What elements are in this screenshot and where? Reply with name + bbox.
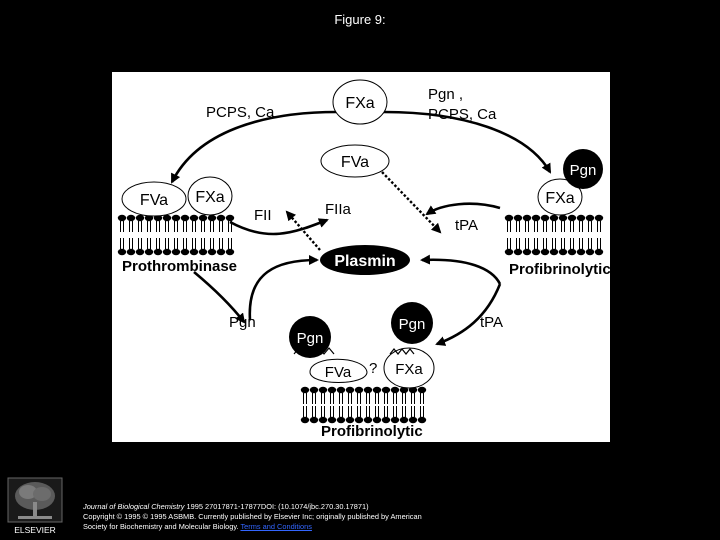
fva-left-label: FVa: [140, 192, 168, 209]
plasmin-label: Plasmin: [334, 253, 395, 270]
fxa-left-label: FXa: [195, 189, 224, 206]
arrow-profibrinolytic-to-tpa-bottom: [435, 283, 502, 346]
fii-label: FII: [254, 207, 272, 224]
pgn-bottom-right-label: Pgn: [399, 316, 426, 333]
elsevier-wordmark: ELSEVIER: [14, 525, 56, 535]
pgn-comma-label: Pgn ,: [428, 86, 463, 103]
profibrinolytic-right-label: Profibrinolytic: [509, 261, 610, 278]
plasmin-node: [320, 245, 410, 275]
pcps-ca-label: PCPS, Ca: [206, 104, 275, 121]
pgn-right-label: Pgn: [570, 162, 597, 179]
membrane-bottom: [300, 386, 427, 424]
society-line: Society for Biochemistry and Molecular B…: [83, 522, 643, 532]
fxa-bottom-label: FXa: [395, 361, 423, 378]
fxa-bottom-wavy-edge: [389, 348, 415, 355]
pgn-bottom-right-node: [391, 302, 433, 344]
fva-bottom-node: [309, 358, 368, 383]
membrane-left: [117, 214, 235, 256]
fxa-top-label: FXa: [345, 95, 374, 112]
fxa-right-node: [537, 178, 583, 216]
arrow-profibrinolytic-to-plasmin: [420, 254, 502, 285]
fxa-bottom-node: [383, 347, 435, 389]
terms-link[interactable]: Terms and Conditions: [240, 522, 312, 531]
arrow-fxa-to-profibrinolytic: [383, 110, 552, 174]
fiia-label: FIIa: [325, 201, 351, 218]
citation-block: Journal of Biological Chemistry 1995 270…: [83, 502, 643, 532]
figure-title: Figure 9:: [334, 12, 386, 27]
arrow-fxa-to-prothrombinase: [170, 110, 338, 184]
fva-top-label: FVa: [341, 154, 369, 171]
profibrinolytic-bottom-label: Profibrinolytic: [321, 423, 423, 440]
question-mark-label: ?: [369, 360, 377, 377]
pgn-bottom-left-node: [289, 316, 331, 358]
pathway-diagram: FXa FVa PCPS, Ca Pgn , PCPS, Ca FVa FXa …: [117, 79, 610, 440]
tpa-right-label: tPA: [455, 217, 478, 234]
dotted-arrow-plasmin-to-fii: [285, 210, 321, 251]
pgn-right-node: [563, 149, 603, 189]
citation-line: Journal of Biological Chemistry 1995 270…: [83, 502, 643, 512]
fva-left-node: [121, 181, 187, 217]
fva-top-node: [320, 144, 390, 178]
arrow-profibrinolytic-to-tpa: [425, 202, 501, 216]
fxa-top-node: [332, 79, 388, 125]
copyright-line: Copyright © 1995 © 1995 ASBMB. Currently…: [83, 512, 422, 521]
arrow-fii-to-fiia: [229, 218, 329, 236]
journal-name: Journal of Biological Chemistry: [83, 502, 185, 511]
tpa-arrow-label: tPA: [480, 314, 503, 331]
membrane-right: [504, 214, 604, 256]
dotted-arrow-fva-to-tpa: [381, 171, 442, 234]
prothrombinase-label: Prothrombinase: [122, 258, 237, 275]
arrow-prothrombinase-to-pgn: [193, 271, 246, 324]
fxa-right-label: FXa: [545, 190, 574, 207]
pcps-ca-right-label: PCPS, Ca: [428, 106, 497, 123]
figure-panel: FXa FVa PCPS, Ca Pgn , PCPS, Ca FVa FXa …: [112, 72, 610, 442]
elsevier-logo: ELSEVIER: [7, 477, 63, 535]
society-text: Society for Biochemistry and Molecular B…: [83, 522, 241, 531]
pgn-bottom-left-label: Pgn: [297, 330, 324, 347]
citation-details: 1995 27017871-17877DOI: (10.1074/jbc.270…: [184, 502, 369, 511]
fva-bottom-label: FVa: [325, 364, 352, 381]
arrow-pgn-to-plasmin: [248, 255, 319, 321]
pgn-arrow-label: Pgn: [229, 314, 256, 331]
fxa-left-node: [187, 176, 233, 216]
